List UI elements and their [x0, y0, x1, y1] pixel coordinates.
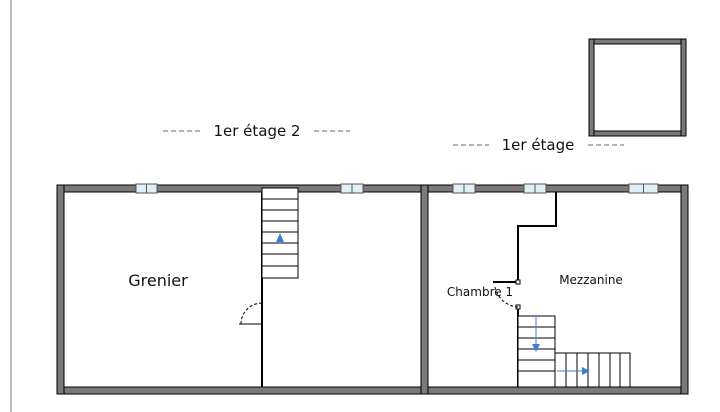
partition-wall — [517, 192, 557, 282]
building-left: Grenier — [56, 183, 429, 395]
window — [135, 183, 158, 194]
window — [523, 183, 547, 194]
detached-room — [588, 38, 687, 137]
wall-bottom — [427, 386, 689, 395]
staircase-up — [261, 187, 299, 279]
room-label-mezzanine: Mezzanine — [559, 273, 623, 287]
wall-bottom — [56, 386, 429, 395]
wall-left — [56, 184, 65, 395]
wall-right — [420, 184, 429, 395]
window — [452, 183, 476, 194]
level-label-lower-text: 1er étage — [502, 136, 575, 154]
door — [494, 286, 519, 308]
arrow-right-icon — [582, 367, 590, 375]
room-label-chambre: Chambre 1 — [447, 285, 513, 299]
arrow-up-icon — [276, 233, 284, 242]
wall-top — [56, 184, 429, 193]
room-label-grenier: Grenier — [128, 271, 188, 290]
wall-right — [680, 184, 689, 395]
door-jamb — [515, 279, 521, 285]
level-label-lower: 1er étage — [453, 136, 624, 154]
door — [239, 302, 263, 325]
window — [628, 183, 659, 194]
level-label-upper-text: 1er étage 2 — [213, 122, 300, 140]
level-label-upper: 1er étage 2 — [163, 122, 350, 140]
arrow-down-icon — [532, 344, 540, 352]
window — [340, 183, 364, 194]
building-right: Chambre 1 Mezzanine — [427, 183, 689, 395]
staircase-down — [517, 315, 556, 388]
staircase-right — [554, 352, 631, 388]
